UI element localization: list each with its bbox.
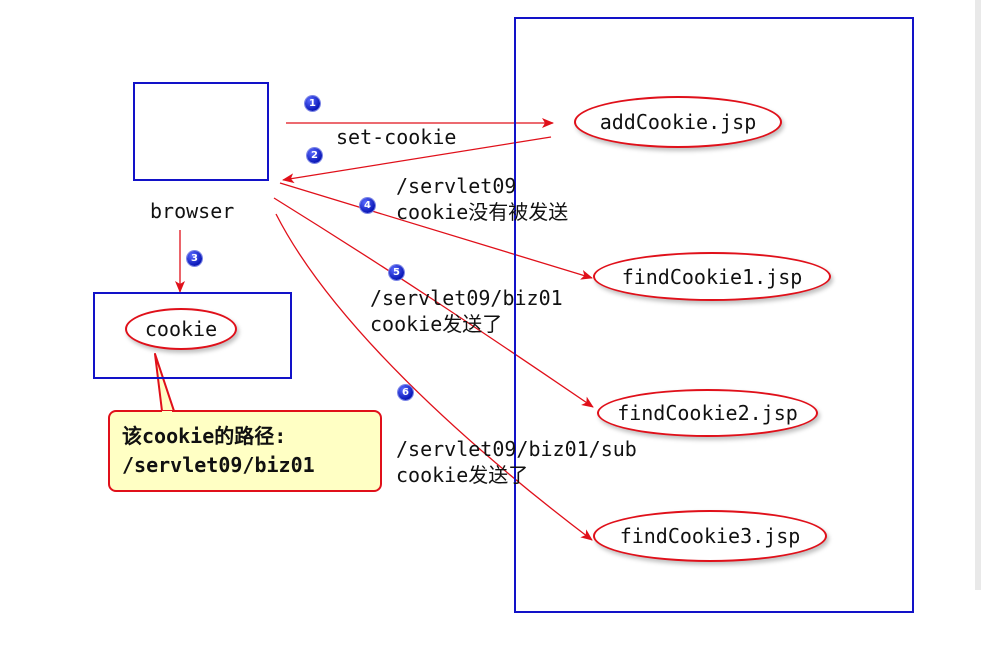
callout-pointer-cover [162, 411, 172, 417]
callout-line-2: /servlet09/biz01 [122, 453, 315, 477]
addcookie-jsp-node: addCookie.jsp [574, 96, 782, 148]
browser-label: browser [150, 199, 235, 223]
browser-box [133, 82, 269, 181]
step-badge-6: 6 [398, 385, 413, 400]
step-badge-2: 2 [307, 148, 322, 163]
arrow-request-findcookie2 [273, 197, 594, 408]
request-2-path-label: /servlet09/biz01 [370, 286, 563, 310]
arrow-request-findcookie1 [279, 182, 593, 280]
callout-line-1: 该cookie的路径: [122, 424, 287, 448]
step-badge-4: 4 [360, 198, 375, 213]
findcookie2-jsp-node: findCookie2.jsp [597, 389, 818, 437]
cookie-node: cookie [125, 308, 237, 350]
arrow-request-findcookie3 [275, 213, 593, 541]
findcookie1-jsp-node: findCookie1.jsp [593, 252, 831, 301]
server-container [514, 17, 914, 613]
step-badge-1: 1 [305, 96, 320, 111]
request-3-path-label: /servlet09/biz01/sub [396, 437, 637, 461]
step-badge-3: 3 [187, 251, 202, 266]
cookie-path-callout: 该cookie的路径: /servlet09/biz01 [108, 410, 382, 492]
set-cookie-label: set-cookie [336, 125, 457, 149]
step-badge-5: 5 [389, 265, 404, 280]
request-1-path-label: /servlet09 [396, 174, 517, 198]
cookie-store-box [93, 292, 292, 379]
vertical-scrollbar[interactable] [975, 0, 981, 590]
request-2-note-label: cookie发送了 [370, 312, 503, 336]
request-3-note-label: cookie发送了 [396, 463, 529, 487]
findcookie3-jsp-node: findCookie3.jsp [593, 510, 827, 562]
arrow-set-cookie-response [282, 136, 552, 184]
request-1-note-label: cookie没有被发送 [396, 200, 569, 224]
